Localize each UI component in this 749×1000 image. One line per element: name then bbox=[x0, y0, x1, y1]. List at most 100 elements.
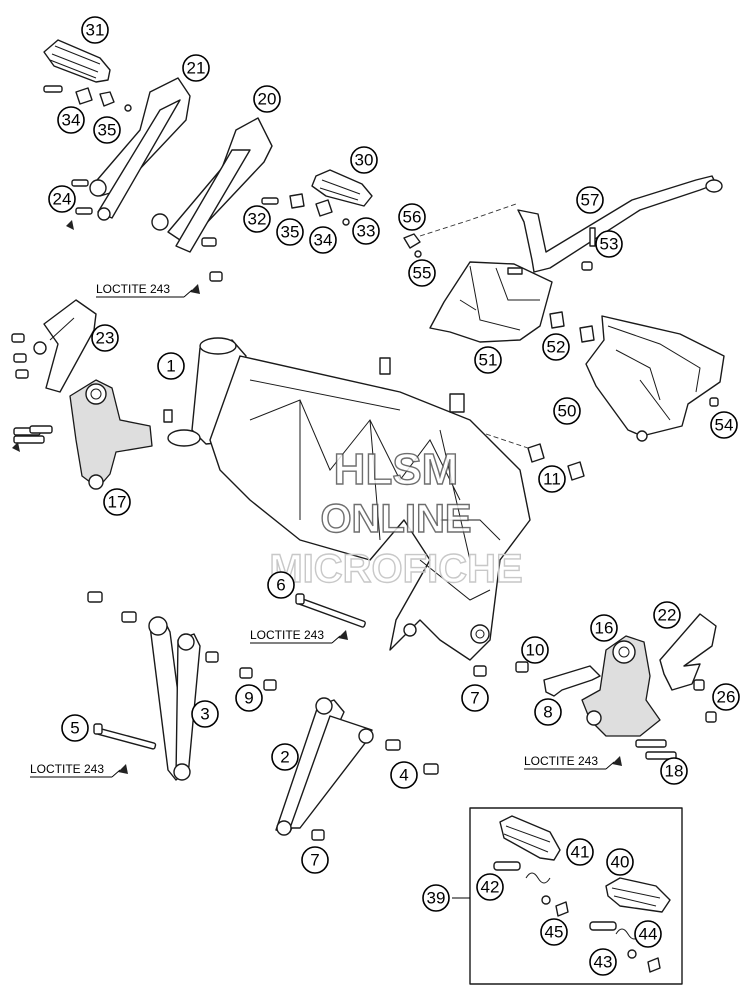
loctite-label: LOCTITE 243 bbox=[250, 628, 324, 642]
screws-17 bbox=[12, 425, 53, 452]
svg-text:21: 21 bbox=[187, 59, 206, 78]
subframe-strut-2 bbox=[275, 697, 439, 841]
svg-text:52: 52 bbox=[547, 338, 566, 357]
svg-text:4: 4 bbox=[399, 766, 408, 785]
loctite-label: LOCTITE 243 bbox=[96, 282, 170, 296]
callout-9: 9 bbox=[235, 684, 263, 712]
svg-text:30: 30 bbox=[355, 151, 374, 170]
svg-text:8: 8 bbox=[543, 703, 552, 722]
svg-text:9: 9 bbox=[244, 689, 253, 708]
nuts-9 bbox=[239, 667, 277, 691]
loctite-note-1: LOCTITE 243 bbox=[96, 271, 223, 298]
svg-text:17: 17 bbox=[108, 493, 127, 512]
footpeg-bracket-21 bbox=[89, 77, 191, 221]
callout-10: 10 bbox=[521, 636, 549, 664]
svg-text:32: 32 bbox=[248, 210, 267, 229]
callout-26: 26 bbox=[712, 683, 740, 711]
svg-text:34: 34 bbox=[62, 111, 81, 130]
svg-text:6: 6 bbox=[276, 576, 285, 595]
svg-text:56: 56 bbox=[403, 208, 422, 227]
svg-text:33: 33 bbox=[357, 222, 376, 241]
main-frame-1 bbox=[163, 337, 531, 661]
airbox-51 bbox=[429, 261, 553, 343]
callout-3: 3 bbox=[191, 700, 219, 728]
callout-2: 2 bbox=[271, 743, 299, 771]
callout-11: 11 bbox=[538, 465, 566, 493]
callout-39: 39 bbox=[422, 884, 450, 912]
loctite-note-2: LOCTITE 243 bbox=[250, 628, 348, 644]
callout-22: 22 bbox=[653, 601, 681, 629]
svg-text:5: 5 bbox=[70, 719, 79, 738]
callout-7b: 7 bbox=[301, 846, 329, 874]
nuts-26 bbox=[693, 679, 717, 723]
watermark-line-2: ONLINE bbox=[320, 497, 471, 541]
watermark: HLSM ONLINE MICROFICHE bbox=[269, 444, 524, 591]
callout-1: 1 bbox=[157, 352, 185, 380]
callout-7: 7 bbox=[461, 684, 489, 712]
callout-53: 53 bbox=[595, 230, 623, 258]
svg-text:16: 16 bbox=[595, 619, 614, 638]
svg-text:24: 24 bbox=[53, 190, 72, 209]
svg-text:40: 40 bbox=[611, 853, 630, 872]
callout-6: 6 bbox=[267, 571, 295, 599]
bolts-18 bbox=[635, 739, 677, 760]
screw-set-34-35 bbox=[43, 85, 132, 112]
svg-text:23: 23 bbox=[96, 329, 115, 348]
callout-23: 23 bbox=[91, 324, 119, 352]
watermark-line-3: MICROFICHE bbox=[269, 547, 522, 591]
footpeg-30 bbox=[311, 169, 373, 207]
part-10-8 bbox=[515, 661, 601, 697]
loctite-note-3: LOCTITE 243 bbox=[30, 762, 128, 778]
callout-31: 31 bbox=[81, 16, 109, 44]
callout-24: 24 bbox=[48, 185, 76, 213]
svg-text:2: 2 bbox=[280, 748, 289, 767]
clip-56-55 bbox=[403, 233, 422, 258]
pedal-bracket-17 bbox=[69, 379, 153, 490]
watermark-line-1: HLSM bbox=[334, 445, 459, 494]
svg-text:43: 43 bbox=[594, 953, 613, 972]
callout-21: 21 bbox=[182, 54, 210, 82]
svg-text:35: 35 bbox=[281, 223, 300, 242]
footpeg-bracket-20 bbox=[151, 117, 273, 253]
callout-35b: 35 bbox=[276, 218, 304, 246]
screws-24 bbox=[66, 179, 93, 230]
nut-7-upper bbox=[473, 665, 487, 677]
callout-51: 51 bbox=[474, 346, 502, 374]
svg-text:20: 20 bbox=[258, 90, 277, 109]
callout-54: 54 bbox=[710, 411, 738, 439]
callout-4: 4 bbox=[390, 761, 418, 789]
svg-text:45: 45 bbox=[545, 923, 564, 942]
svg-text:44: 44 bbox=[639, 925, 658, 944]
svg-text:42: 42 bbox=[481, 878, 500, 897]
callout-57: 57 bbox=[576, 186, 604, 214]
callout-17: 17 bbox=[103, 488, 131, 516]
callout-44: 44 bbox=[634, 920, 662, 948]
svg-text:26: 26 bbox=[717, 688, 736, 707]
callout-32: 32 bbox=[243, 205, 271, 233]
svg-text:51: 51 bbox=[479, 351, 498, 370]
footpeg-kit-39 bbox=[452, 807, 683, 985]
callout-34b: 34 bbox=[309, 226, 337, 254]
callout-34: 34 bbox=[57, 106, 85, 134]
svg-text:7: 7 bbox=[470, 689, 479, 708]
screw-53 bbox=[581, 227, 596, 271]
bracket-23 bbox=[33, 299, 97, 393]
clip-52 bbox=[549, 311, 595, 343]
svg-text:39: 39 bbox=[427, 889, 446, 908]
svg-text:41: 41 bbox=[571, 843, 590, 862]
svg-text:22: 22 bbox=[658, 606, 677, 625]
callout-5: 5 bbox=[61, 714, 89, 742]
svg-text:11: 11 bbox=[543, 470, 561, 489]
svg-text:57: 57 bbox=[581, 191, 600, 210]
svg-text:18: 18 bbox=[665, 762, 684, 781]
airbox-cover-50 bbox=[585, 315, 725, 442]
svg-text:34: 34 bbox=[314, 231, 333, 250]
bolt-6 bbox=[295, 593, 366, 628]
callout-55: 55 bbox=[408, 259, 436, 287]
callout-43: 43 bbox=[589, 948, 617, 976]
callout-50: 50 bbox=[553, 397, 581, 425]
svg-text:31: 31 bbox=[86, 21, 105, 40]
svg-text:3: 3 bbox=[200, 705, 209, 724]
clips-11 bbox=[485, 433, 585, 481]
